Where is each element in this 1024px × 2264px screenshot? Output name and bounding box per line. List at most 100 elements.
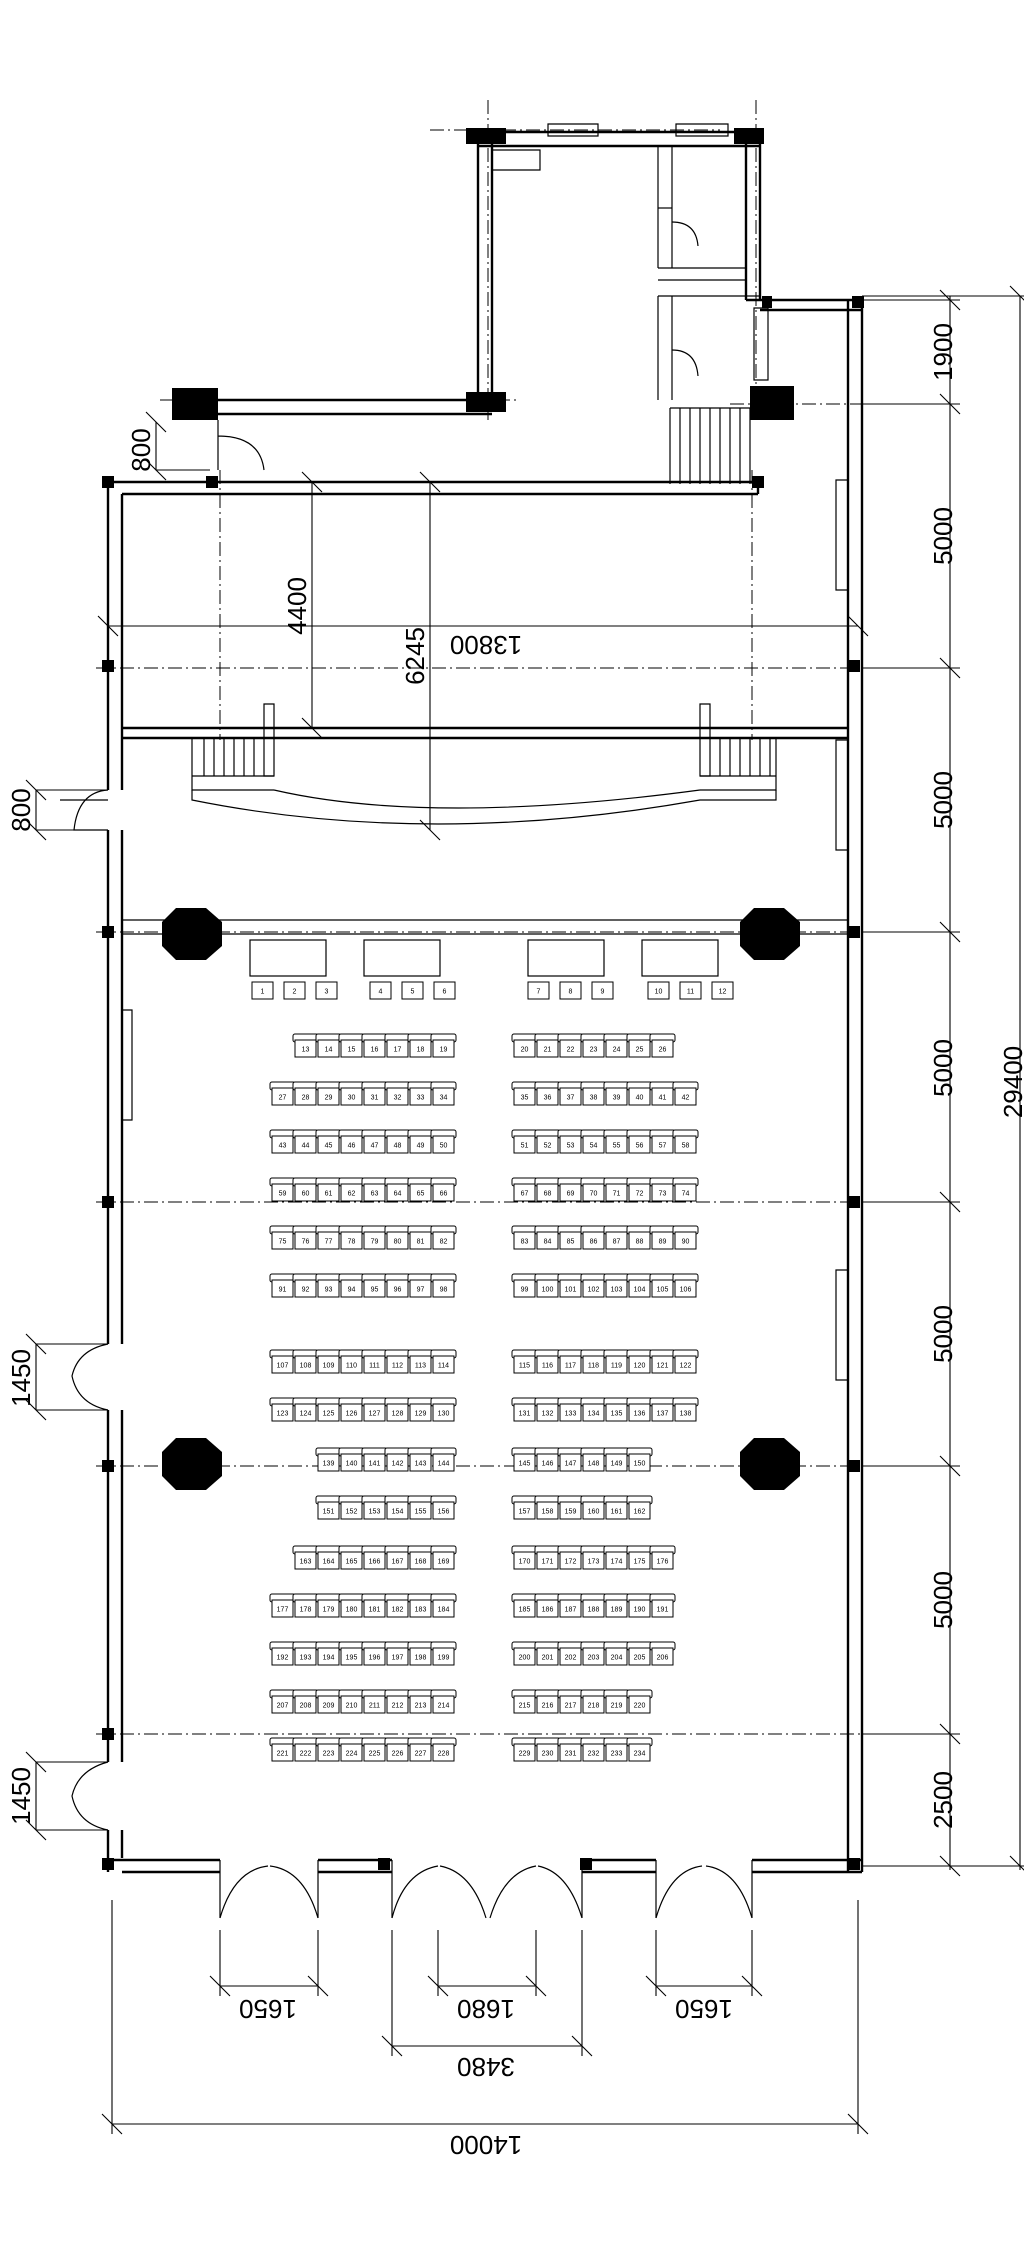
seat: 95 xyxy=(361,1273,388,1298)
seat: 161 xyxy=(603,1495,630,1520)
seat-number: 26 xyxy=(659,1047,667,1054)
seat-number: 100 xyxy=(542,1287,554,1294)
seat-number: 112 xyxy=(392,1363,403,1370)
seat: 1 xyxy=(251,981,274,1000)
seat: 64 xyxy=(384,1177,411,1202)
seat-number: 221 xyxy=(277,1751,289,1758)
seat: 25 xyxy=(626,1033,653,1058)
seat-number: 18 xyxy=(417,1047,425,1054)
seat-number: 32 xyxy=(394,1095,402,1102)
seat: 92 xyxy=(292,1273,319,1298)
seat-number: 120 xyxy=(634,1363,646,1370)
seat: 172 xyxy=(557,1545,584,1570)
seat-number: 116 xyxy=(542,1363,553,1370)
seat: 99 xyxy=(511,1273,538,1298)
seat: 138 xyxy=(672,1397,699,1422)
dim-right-top: 1900 xyxy=(928,323,958,381)
seat-number: 2 xyxy=(293,989,297,996)
seat: 105 xyxy=(649,1273,676,1298)
seat-number: 22 xyxy=(567,1047,575,1054)
seat: 67 xyxy=(511,1177,538,1202)
seat: 195 xyxy=(338,1641,365,1666)
seat: 189 xyxy=(603,1593,630,1618)
seat-number: 158 xyxy=(542,1509,554,1516)
seat: 119 xyxy=(603,1349,630,1374)
seat-number: 208 xyxy=(300,1703,312,1710)
seat: 164 xyxy=(315,1545,342,1570)
seat-number: 207 xyxy=(277,1703,289,1710)
seat: 231 xyxy=(557,1737,584,1762)
seat-number: 79 xyxy=(371,1239,379,1246)
seat-number: 123 xyxy=(277,1411,289,1418)
seat-number: 111 xyxy=(369,1363,380,1370)
seat-number: 201 xyxy=(542,1655,554,1662)
seat-number: 87 xyxy=(613,1239,621,1246)
seat-number: 232 xyxy=(588,1751,600,1758)
seat: 175 xyxy=(626,1545,653,1570)
seat: 110 xyxy=(338,1349,365,1374)
seat: 208 xyxy=(292,1689,319,1714)
seat: 125 xyxy=(315,1397,342,1422)
seat-number: 183 xyxy=(415,1607,427,1614)
seat: 20 xyxy=(511,1033,538,1058)
seat: 148 xyxy=(580,1447,607,1472)
seat: 79 xyxy=(361,1225,388,1250)
seat: 122 xyxy=(672,1349,699,1374)
dim-right-5: 5000 xyxy=(928,1571,958,1629)
seat: 233 xyxy=(603,1737,630,1762)
seat-number: 35 xyxy=(521,1095,529,1102)
seat: 226 xyxy=(384,1737,411,1762)
seat-number: 5 xyxy=(411,989,415,996)
seat-number: 144 xyxy=(438,1461,450,1468)
seat: 197 xyxy=(384,1641,411,1666)
seat-number: 19 xyxy=(440,1047,448,1054)
seat-number: 225 xyxy=(369,1751,381,1758)
seat: 198 xyxy=(407,1641,434,1666)
seat: 2 xyxy=(283,981,306,1000)
seat: 140 xyxy=(338,1447,365,1472)
dim-bottom-total: 14000 xyxy=(450,2130,522,2160)
seat: 108 xyxy=(292,1349,319,1374)
dim-right-2: 5000 xyxy=(928,771,958,829)
seat-number: 226 xyxy=(392,1751,404,1758)
seat: 3 xyxy=(315,981,338,1000)
seat-number: 145 xyxy=(519,1461,531,1468)
dim-left-door-top: 800 xyxy=(126,428,156,471)
seat-number: 216 xyxy=(542,1703,554,1710)
seat-number: 210 xyxy=(346,1703,358,1710)
seat: 120 xyxy=(626,1349,653,1374)
seat-number: 50 xyxy=(440,1143,448,1150)
seat: 16 xyxy=(361,1033,388,1058)
seat-number: 119 xyxy=(611,1363,622,1370)
seat-number: 229 xyxy=(519,1751,531,1758)
seat: 47 xyxy=(361,1129,388,1154)
seat: 147 xyxy=(557,1447,584,1472)
seat-number: 36 xyxy=(544,1095,552,1102)
seat: 206 xyxy=(649,1641,676,1666)
seat: 89 xyxy=(649,1225,676,1250)
seat: 162 xyxy=(626,1495,653,1520)
seat-number: 47 xyxy=(371,1143,379,1150)
seat-number: 124 xyxy=(300,1411,312,1418)
seat-number: 160 xyxy=(588,1509,600,1516)
seat: 39 xyxy=(603,1081,630,1106)
seat: 129 xyxy=(407,1397,434,1422)
seat-number: 109 xyxy=(323,1363,335,1370)
seat-number: 45 xyxy=(325,1143,333,1150)
seat: 176 xyxy=(649,1545,676,1570)
seat: 150 xyxy=(626,1447,653,1472)
seat-number: 62 xyxy=(348,1191,356,1198)
seat: 32 xyxy=(384,1081,411,1106)
seat-number: 67 xyxy=(521,1191,529,1198)
seat: 44 xyxy=(292,1129,319,1154)
seat-number: 17 xyxy=(394,1047,402,1054)
seat: 17 xyxy=(384,1033,411,1058)
seat-number: 196 xyxy=(369,1655,381,1662)
seat: 165 xyxy=(338,1545,365,1570)
seat-number: 103 xyxy=(611,1287,623,1294)
seat: 75 xyxy=(269,1225,296,1250)
seat-number: 13 xyxy=(302,1047,310,1054)
seat: 123 xyxy=(269,1397,296,1422)
seat-number: 193 xyxy=(300,1655,312,1662)
seat-number: 20 xyxy=(521,1047,529,1054)
